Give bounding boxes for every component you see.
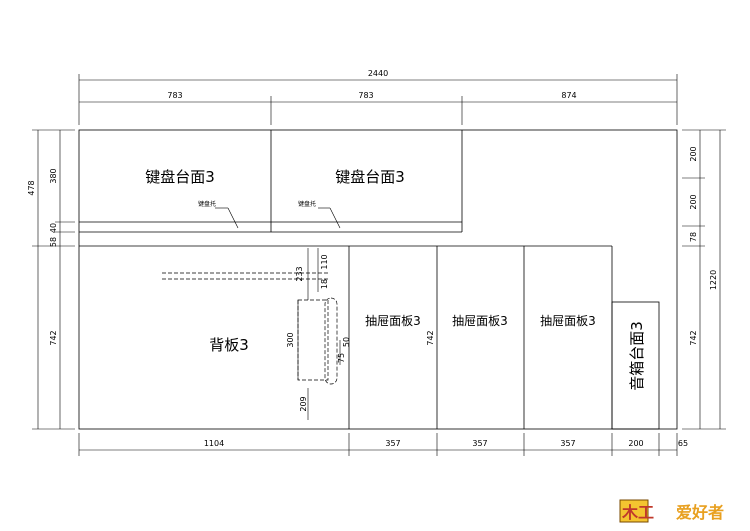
dim-label-left-742: 742 bbox=[49, 330, 58, 345]
dim-label-bottom-357a: 357 bbox=[385, 439, 400, 448]
speaker-panel bbox=[611, 301, 660, 430]
panel-keyboard-top-1: 键盘台面3 bbox=[145, 168, 215, 186]
dim-label-top-total: 2440 bbox=[368, 69, 388, 78]
dim-label-bottom-357b: 357 bbox=[472, 439, 487, 448]
dim-label-110: 110 bbox=[320, 254, 329, 269]
dim-label-right-200b: 200 bbox=[689, 194, 698, 209]
panel-drawer-2: 抽屉面板3 bbox=[452, 314, 508, 328]
logo-name: 爱好者 bbox=[676, 503, 724, 522]
dim-label-18: 18 bbox=[320, 279, 329, 289]
hidden-rect bbox=[297, 299, 329, 381]
dim-label-209: 209 bbox=[299, 396, 308, 411]
dim-label-mid-742: 742 bbox=[426, 330, 435, 345]
panel-drawer-1: 抽屉面板3 bbox=[365, 314, 421, 328]
dim-label-top-b: 783 bbox=[358, 91, 373, 100]
dim-label-left-40: 40 bbox=[49, 223, 58, 233]
dim-label-bottom-357c: 357 bbox=[560, 439, 575, 448]
dim-label-top-a: 783 bbox=[167, 91, 182, 100]
dim-label-top-c: 874 bbox=[561, 91, 576, 100]
panel-drawer-3: 抽屉面板3 bbox=[540, 314, 596, 328]
hidden-slot bbox=[324, 297, 338, 385]
tray-leader-2b bbox=[329, 207, 341, 229]
tray-label-1: 键盘托 bbox=[198, 200, 216, 208]
dim-label-right-742: 742 bbox=[689, 330, 698, 345]
dim-label-233: 233 bbox=[295, 266, 304, 281]
dim-label-left-478: 478 bbox=[27, 180, 36, 195]
dim-label-75: 75 bbox=[337, 353, 346, 363]
dim-label-left-380: 380 bbox=[49, 168, 58, 183]
dim-label-300: 300 bbox=[286, 332, 295, 347]
logo-mark-bg bbox=[619, 499, 649, 523]
tray-leader-1b bbox=[227, 207, 239, 229]
panel-speaker: 音箱台面3 bbox=[628, 321, 646, 391]
logo-mark: 木工 bbox=[621, 503, 654, 522]
dim-label-bottom-65: 65 bbox=[678, 439, 688, 448]
dim-label-left-58: 58 bbox=[49, 237, 58, 247]
watermark-logo: 木工 爱好者 bbox=[619, 499, 724, 523]
tray-label-2: 键盘托 bbox=[298, 200, 316, 208]
panel-keyboard-top-2: 键盘台面3 bbox=[335, 168, 405, 186]
dim-label-right-200a: 200 bbox=[689, 146, 698, 161]
dim-label-bottom-200: 200 bbox=[628, 439, 643, 448]
dim-label-50: 50 bbox=[342, 337, 351, 347]
sheet-outline bbox=[78, 129, 678, 430]
dim-label-bottom-1104: 1104 bbox=[204, 439, 224, 448]
dim-label-right-1220: 1220 bbox=[709, 270, 718, 290]
dim-label-right-78: 78 bbox=[689, 232, 698, 242]
panel-back: 背板3 bbox=[209, 336, 249, 354]
